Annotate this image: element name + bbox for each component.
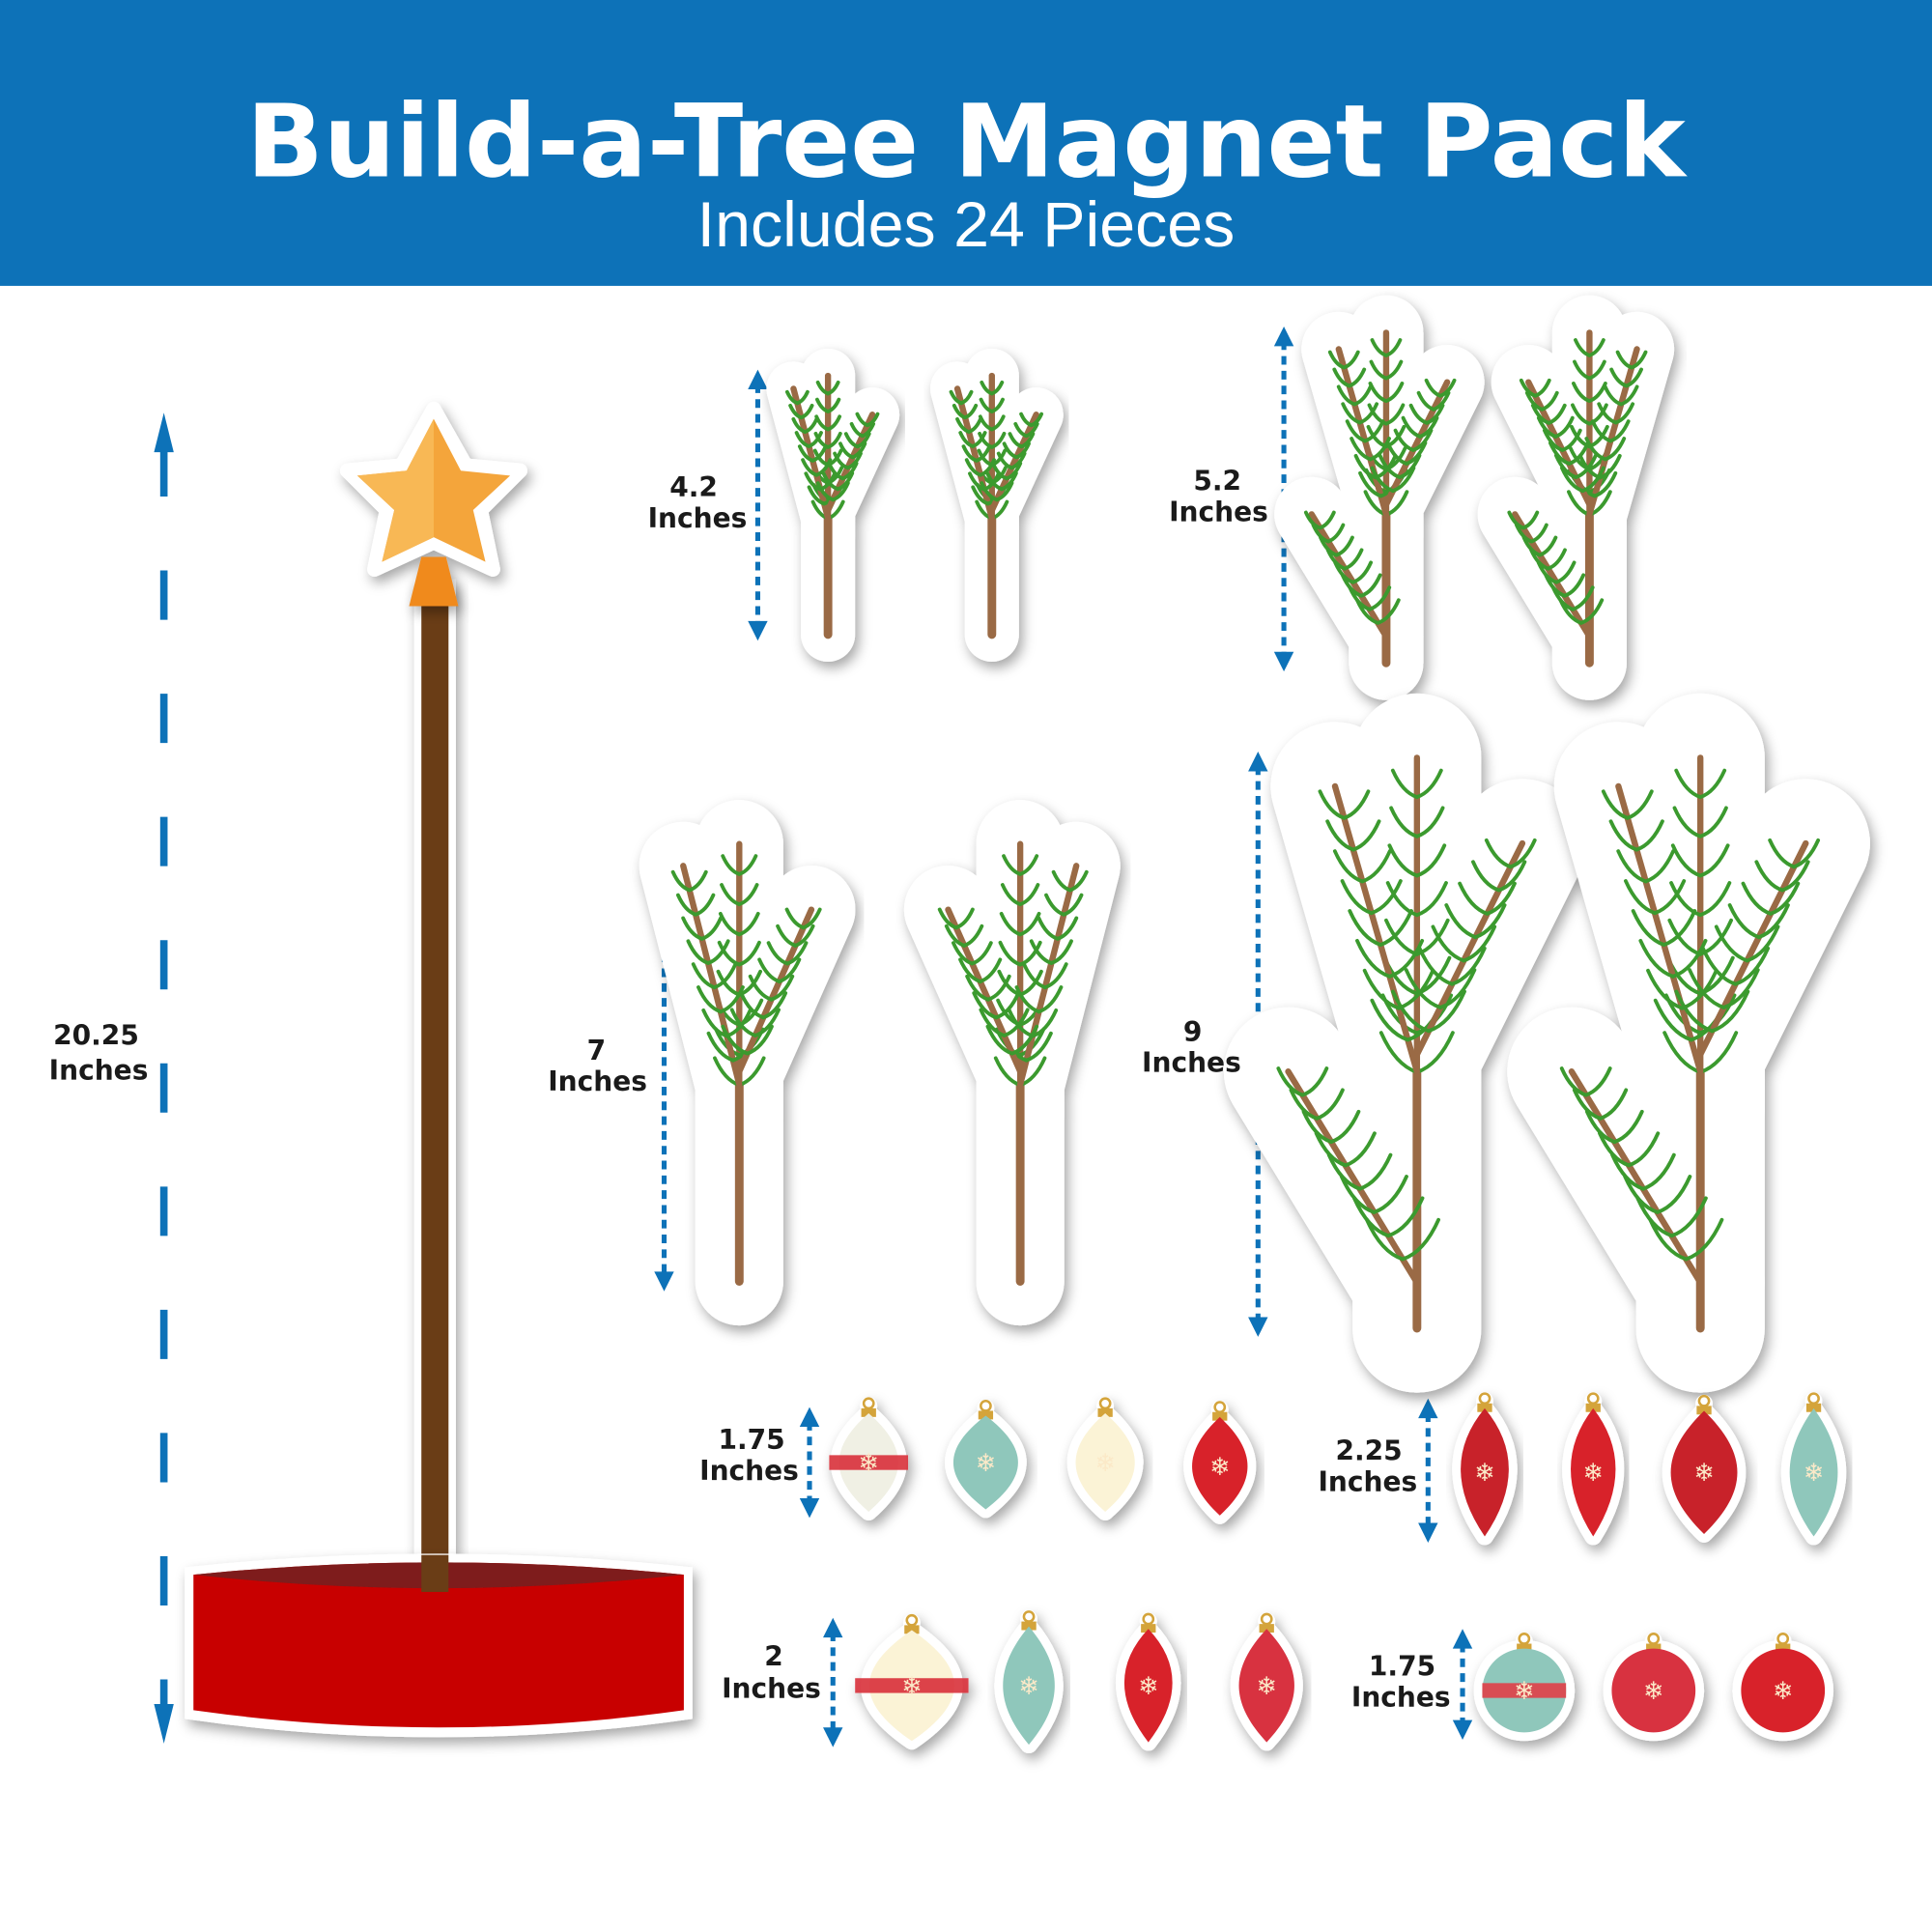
- tree-height-value: 20.25: [53, 1020, 139, 1052]
- branch-large-value: 7: [587, 1035, 607, 1066]
- svg-text:❄: ❄: [1643, 1677, 1663, 1706]
- branch-medium-value: 5.2: [1193, 466, 1241, 497]
- svg-text:❄: ❄: [1773, 1677, 1793, 1706]
- ornament-row2-3: ❄: [1662, 1394, 1747, 1543]
- ornament-row4-value: 1.75: [1369, 1651, 1435, 1683]
- ornament-row3-3: ❄: [1115, 1612, 1181, 1751]
- tree-dimension-arrow: [154, 412, 174, 1744]
- branch-magnet-xlarge-2: [1507, 693, 1870, 1393]
- branch-xlarge-unit: Inches: [1142, 1047, 1241, 1079]
- svg-text:❄: ❄: [1138, 1672, 1158, 1701]
- branch-large-unit: Inches: [548, 1065, 647, 1097]
- ornament-row3-value: 2: [764, 1640, 783, 1672]
- svg-text:❄: ❄: [976, 1449, 996, 1478]
- svg-text:❄: ❄: [1257, 1672, 1277, 1701]
- ornament-row2-4: ❄: [1780, 1392, 1847, 1546]
- branch-magnet-small-2: [930, 348, 1064, 662]
- ornament-row1-dimension-arrow: [799, 1406, 820, 1519]
- svg-text:❄: ❄: [859, 1449, 879, 1478]
- svg-text:❄: ❄: [901, 1672, 922, 1701]
- ornament-row4-unit: Inches: [1351, 1682, 1451, 1714]
- ornament-row1-1: ❄: [829, 1397, 909, 1520]
- branch-magnet-small-1: [766, 348, 900, 662]
- branch-xlarge-value: 9: [1183, 1016, 1203, 1048]
- ornament-row4-1: ❄: [1473, 1633, 1576, 1742]
- svg-text:❄: ❄: [1693, 1459, 1714, 1488]
- page-title: Build-a-Tree Magnet Pack: [246, 82, 1688, 200]
- branch-magnet-xlarge-1: [1223, 693, 1587, 1393]
- tree-trunk-magnet: [413, 579, 456, 1603]
- ornament-row2-1: ❄: [1452, 1392, 1518, 1546]
- ornament-row3-2: ❄: [994, 1610, 1064, 1754]
- svg-text:❄: ❄: [1804, 1459, 1824, 1488]
- ornament-row4-2: ❄: [1603, 1633, 1705, 1742]
- ornament-row1-2: ❄: [945, 1399, 1027, 1519]
- ornament-row1-4: ❄: [1183, 1401, 1257, 1524]
- branch-xlarge-dimension-arrow: [1248, 752, 1268, 1337]
- branch-magnet-medium-2: [1477, 295, 1675, 700]
- branch-magnet-large-1: [639, 800, 856, 1326]
- ornament-row3-unit: Inches: [722, 1673, 821, 1705]
- branch-magnet-medium-1: [1274, 295, 1485, 700]
- branch-small-unit: Inches: [648, 502, 748, 534]
- branch-magnet-large-2: [903, 800, 1121, 1326]
- branch-medium-unit: Inches: [1169, 497, 1268, 528]
- ornament-row3-4: ❄: [1230, 1612, 1303, 1751]
- ornament-row2-2: ❄: [1562, 1392, 1625, 1546]
- ornament-row1-3: ❄: [1066, 1397, 1144, 1520]
- svg-text:❄: ❄: [1474, 1459, 1494, 1488]
- ornament-row3-dimension-arrow: [823, 1617, 843, 1747]
- svg-text:❄: ❄: [1094, 1449, 1115, 1478]
- page-subtitle: Includes 24 Pieces: [697, 189, 1236, 261]
- svg-text:❄: ❄: [1514, 1677, 1534, 1706]
- branch-small-value: 4.2: [669, 471, 718, 503]
- branch-small-dimension-arrow: [748, 369, 768, 641]
- star-topper-magnet: [340, 401, 527, 607]
- svg-text:❄: ❄: [1209, 1453, 1230, 1482]
- ornament-row1-unit: Inches: [699, 1455, 799, 1487]
- svg-text:❄: ❄: [1583, 1459, 1604, 1488]
- ornament-row4-dimension-arrow: [1452, 1629, 1473, 1741]
- ornament-row3-1: ❄: [855, 1613, 969, 1750]
- header-banner: [0, 0, 1932, 286]
- svg-text:❄: ❄: [1018, 1672, 1038, 1701]
- tree-pot-magnet: [185, 1553, 693, 1738]
- ornament-row2-value: 2.25: [1335, 1435, 1402, 1466]
- ornament-row2-dimension-arrow: [1418, 1398, 1438, 1543]
- ornament-row2-unit: Inches: [1318, 1465, 1417, 1497]
- ornament-row4-3: ❄: [1732, 1633, 1833, 1742]
- tree-height-unit: Inches: [49, 1054, 149, 1086]
- ornament-row1-value: 1.75: [718, 1424, 784, 1456]
- branch-medium-dimension-arrow: [1273, 327, 1294, 672]
